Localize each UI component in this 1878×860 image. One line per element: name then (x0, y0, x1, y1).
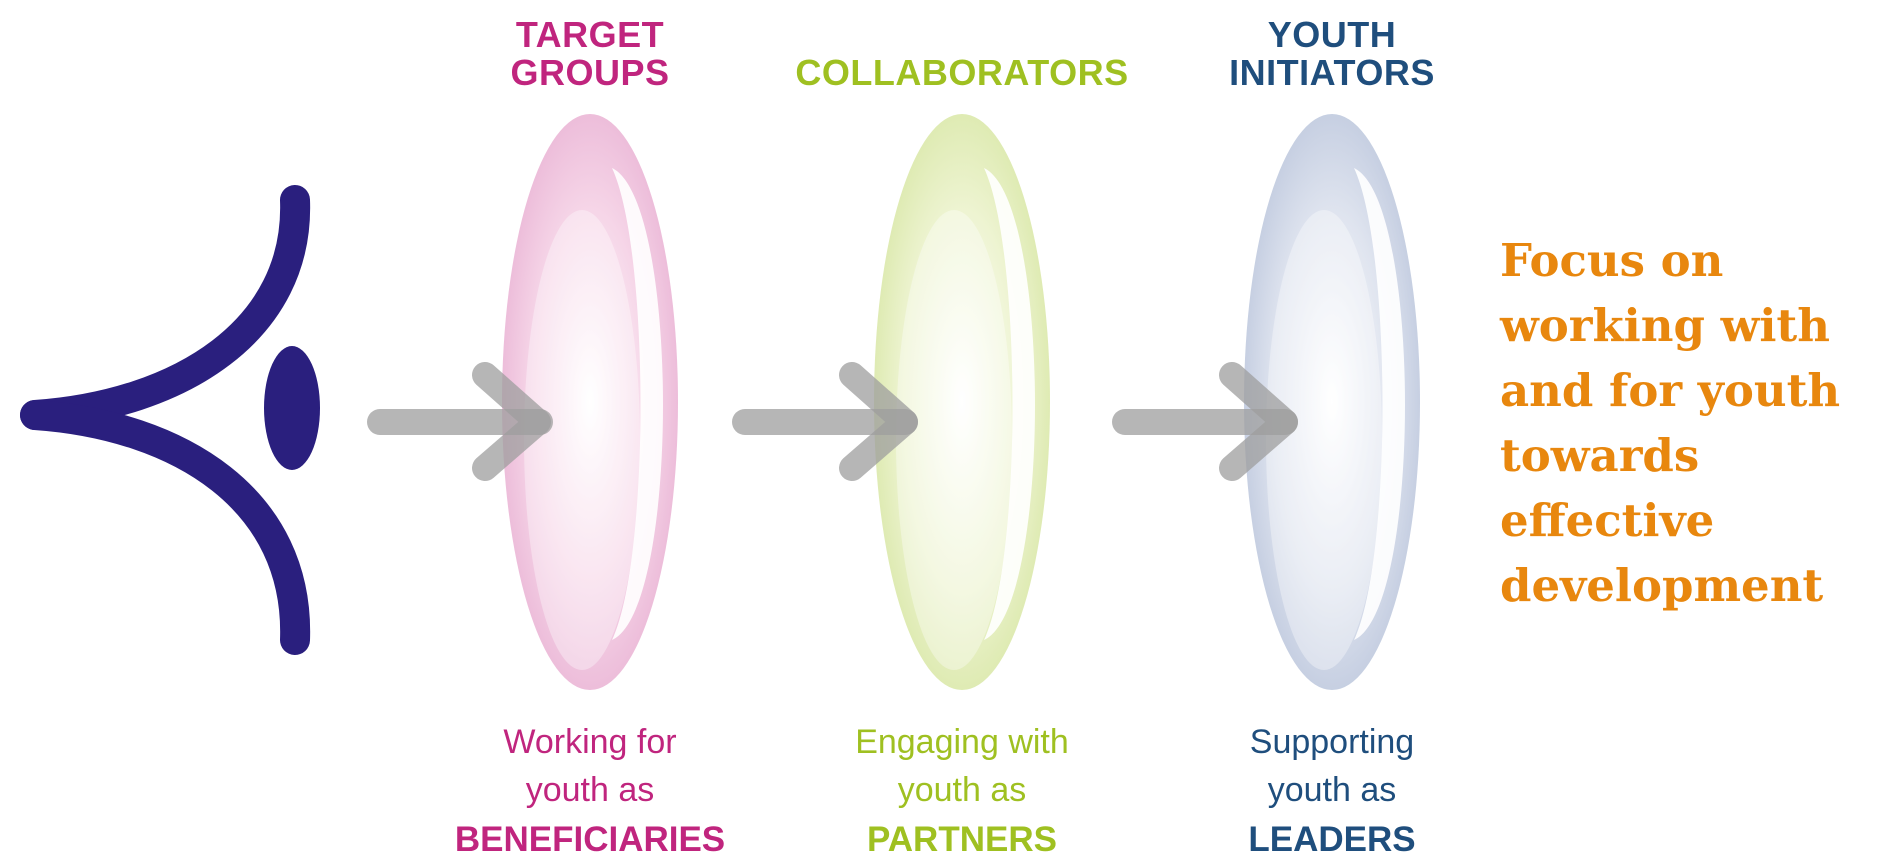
column-title: COLLABORATORS (792, 16, 1132, 92)
eye-icon (20, 185, 320, 655)
column-title-line (792, 16, 1132, 54)
lens-collaborators (874, 114, 1050, 690)
column-role: PARTNERS (867, 820, 1057, 859)
lens-target-groups (502, 114, 678, 690)
column-title-line: GROUPS (510, 52, 670, 93)
arrow-right-icon (732, 362, 918, 481)
column-description: Working for youth as (420, 718, 760, 814)
column-title: TARGET GROUPS (420, 16, 760, 92)
column-title-line: COLLABORATORS (795, 52, 1129, 93)
focus-line: development (1500, 559, 1824, 612)
focus-line: towards (1500, 429, 1700, 482)
column-description: Engaging with youth as (792, 718, 1132, 814)
focus-line: Focus on (1500, 234, 1724, 287)
arrow-right-icon (1112, 362, 1298, 481)
column-description-line: Supporting (1249, 723, 1415, 761)
focus-line: effective (1500, 494, 1715, 547)
column-description-line: youth as (1267, 771, 1397, 809)
focus-line: and for youth (1500, 364, 1841, 417)
column-description-line: Engaging with (855, 723, 1069, 761)
column-role: BENEFICIARIES (454, 820, 726, 859)
column-title-line: INITIATORS (1229, 52, 1435, 93)
arrow-right-icon (367, 362, 553, 481)
column-title: YOUTH INITIATORS (1162, 16, 1502, 92)
column-description-line: youth as (525, 771, 655, 809)
column-title-line: YOUTH (1267, 14, 1397, 55)
column-description-line: Working for (503, 723, 677, 761)
column-description: Supporting youth as (1162, 718, 1502, 814)
focus-line: working with (1500, 299, 1830, 352)
lens-youth-initiators (1244, 114, 1420, 690)
column-role: LEADERS (1248, 820, 1416, 859)
focus-statement: Focus on working with and for youth towa… (1500, 228, 1870, 618)
column-title-line: TARGET (515, 14, 665, 55)
column-description-line: youth as (897, 771, 1027, 809)
